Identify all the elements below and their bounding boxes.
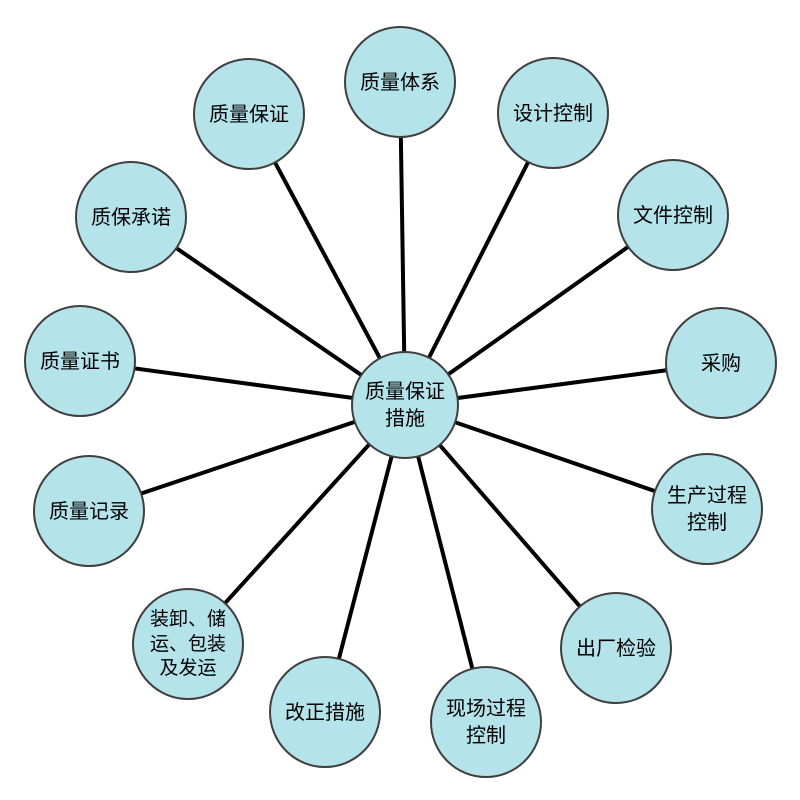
node-qa-commitment: 质保承诺	[75, 161, 187, 273]
node-quality-system: 质量体系	[344, 26, 456, 138]
node-factory-inspection: 出厂检验	[560, 592, 672, 704]
node-quality-assurance: 质量保证	[193, 58, 305, 170]
node-onsite-process-control: 现场过程 控制	[430, 666, 542, 778]
node-production-process-control: 生产过程 控制	[651, 453, 763, 565]
node-handling-storage-packing-shipping: 装卸、储 运、包装 及发运	[132, 588, 244, 700]
node-document-control: 文件控制	[617, 159, 729, 271]
node-corrective-measures: 改正措施	[269, 656, 381, 768]
node-procurement: 采购	[665, 307, 777, 419]
node-design-control: 设计控制	[497, 57, 609, 169]
node-quality-records: 质量记录	[33, 455, 145, 567]
node-quality-assurance-measures: 质量保证 措施	[351, 351, 459, 459]
node-quality-certificate: 质量证书	[24, 305, 136, 417]
